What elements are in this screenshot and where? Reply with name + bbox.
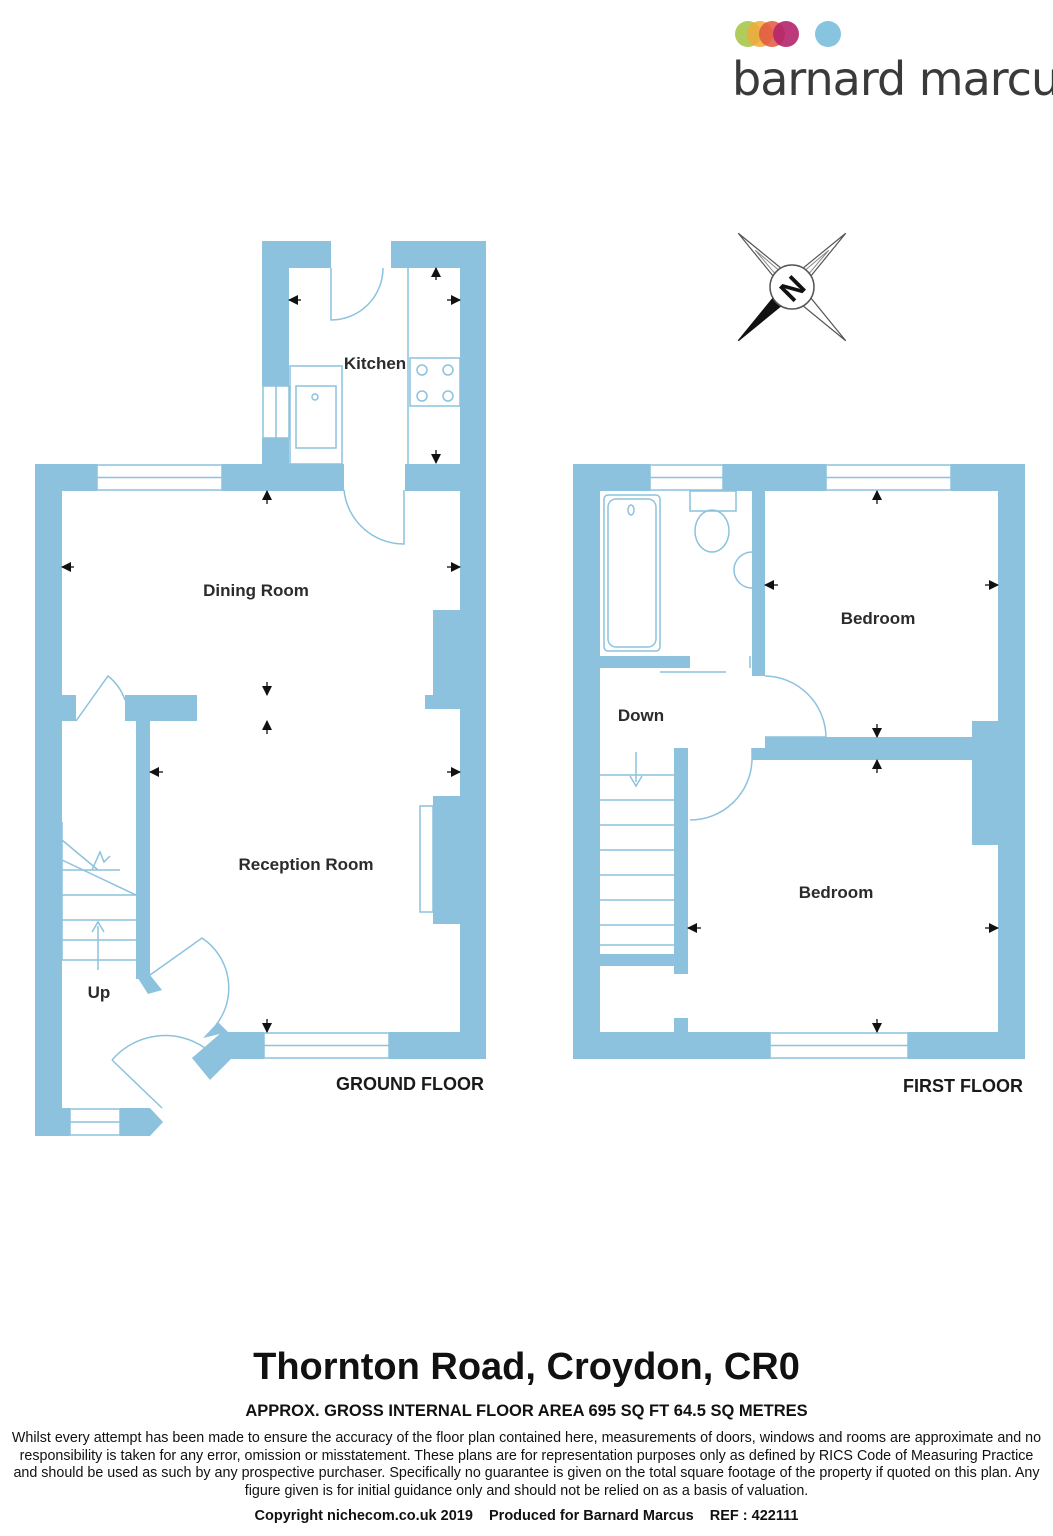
ground-floor-arrows (61, 267, 461, 1033)
ground-floor-walls (35, 241, 486, 1136)
property-title: Thornton Road, Croydon, CR0 (253, 1346, 800, 1388)
compass-rose (737, 232, 847, 342)
brand-logo: barnard marcus (732, 52, 1053, 106)
ground-floor-windows (69, 385, 390, 1136)
room-label-bedroom-rear: Bedroom (841, 609, 916, 628)
stairs-label-down: Down (618, 706, 664, 725)
floor-label-first: FIRST FLOOR (903, 1076, 1023, 1096)
room-label-reception: Reception Room (238, 855, 373, 874)
room-label-dining: Dining Room (203, 581, 309, 600)
first-floor-arrows (687, 490, 999, 1033)
first-floor-windows (649, 464, 952, 1059)
floor-area: APPROX. GROSS INTERNAL FLOOR AREA 695 SQ… (245, 1402, 808, 1420)
room-label-kitchen: Kitchen (344, 354, 406, 373)
first-floor-walls (573, 464, 1025, 1059)
copyright-line: Copyright nichecom.co.uk 2019 Produced f… (254, 1508, 799, 1524)
room-label-bedroom-front: Bedroom (799, 883, 874, 902)
floor-label-ground: GROUND FLOOR (336, 1074, 484, 1094)
floor-plan: N Kitchen Dining Room Reception Room Up … (35, 232, 1025, 1136)
stairs-label-up: Up (88, 983, 111, 1002)
ground-floor-fixtures (61, 267, 461, 1109)
first-floor-fixtures (600, 490, 827, 946)
brand-logo-dots (735, 21, 841, 47)
disclaimer-text: Whilst every attempt has been made to en… (11, 1430, 1042, 1499)
